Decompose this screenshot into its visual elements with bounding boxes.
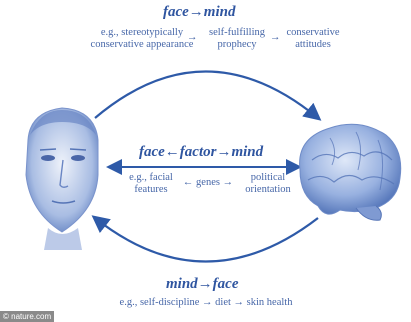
source-credit: © nature.com — [0, 311, 54, 322]
face-factor-mind-title: face←factor→mind — [139, 144, 263, 161]
bottom-arc-arrow — [95, 218, 318, 262]
bottom-example: e.g., self-discipline → diet → skin heal… — [86, 297, 326, 309]
middle-genes: ← genes → — [180, 177, 236, 189]
top-arc-arrow — [95, 72, 318, 119]
brain-illustration — [300, 124, 401, 220]
face-illustration — [26, 108, 98, 250]
top-example-prophecy: self-fulfilling prophecy — [196, 27, 278, 51]
face-to-mind-title: face→mind — [163, 4, 236, 21]
top-example-attitudes: conservative attitudes — [278, 27, 348, 51]
middle-example-orientation: political orientation — [236, 172, 300, 196]
mind-to-face-title: mind→face — [166, 276, 239, 293]
top-example-appearance: e.g., stereotypically conservative appea… — [82, 27, 202, 51]
middle-example-features: e.g., facial features — [120, 172, 182, 196]
